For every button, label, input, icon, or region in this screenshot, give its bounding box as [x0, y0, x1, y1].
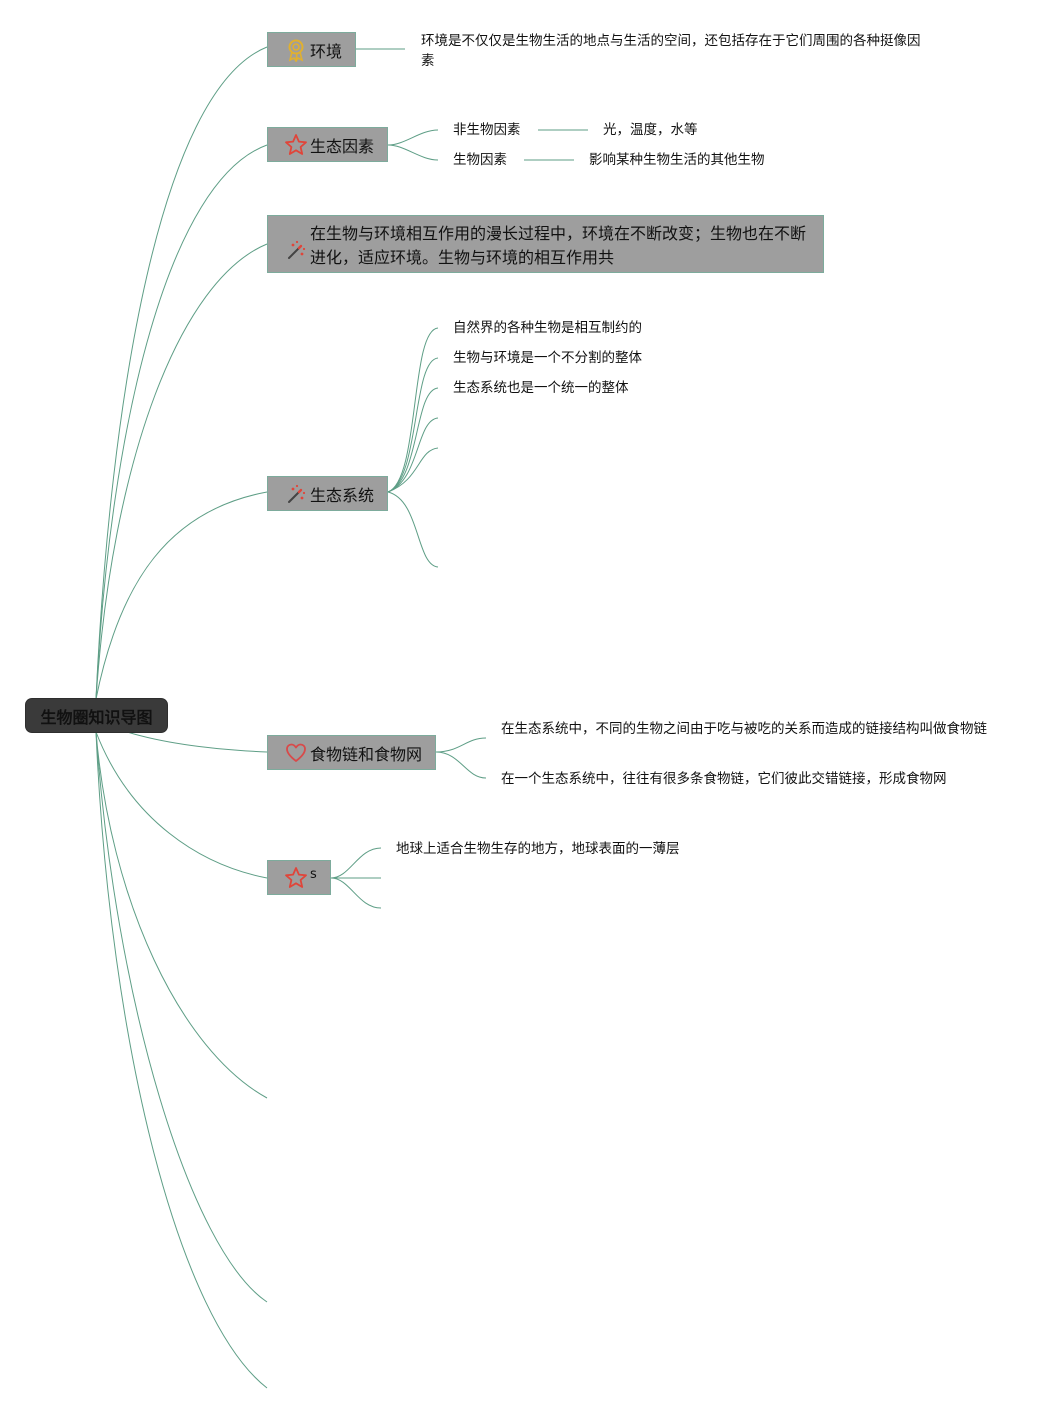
heart-outline-icon	[284, 741, 308, 765]
branch-node-ecosystem[interactable]: 生态系统	[267, 476, 388, 511]
connector-root-empty-3	[95, 731, 268, 1389]
branch-node-factors[interactable]: 生态因素	[267, 127, 388, 162]
magic-wand-icon	[284, 238, 308, 262]
branch-node-biosphere[interactable]: s	[267, 860, 331, 895]
connector-root-interaction	[95, 243, 268, 700]
leaf-env-1[interactable]: 环境是不仅仅是生物生活的地点与生活的空间，还包括存在于它们周围的各种挺像因素	[421, 33, 921, 69]
root-node-label: 生物圈知识导图	[40, 707, 153, 727]
branch-label-factors: 生态因素	[310, 136, 375, 156]
leaf-biosphere-1[interactable]: 地球上适合生物生存的地方，地球表面的一薄层	[396, 841, 680, 857]
branch-node-foodweb[interactable]: 食物链和食物网	[267, 735, 436, 770]
leaf-ecosystem-2[interactable]: 生物与环境是一个不分割的整体	[453, 350, 642, 366]
leaf-factors-1[interactable]: 非生物因素	[453, 122, 521, 138]
connector-bio-child-3	[330, 877, 382, 909]
leaf-factors-1-detail[interactable]: 光，温度，水等	[603, 122, 698, 138]
connector-root-foodweb	[126, 731, 268, 753]
connector-root-biosphere	[95, 731, 268, 879]
branch-label-foodweb: 食物链和食物网	[310, 744, 423, 764]
connector-root-empty-1	[95, 731, 268, 1099]
connector-bio-child-1	[330, 847, 382, 879]
leaf-ecosystem-3[interactable]: 生态系统也是一个统一的整体	[453, 380, 629, 396]
connector-root-empty-2	[95, 731, 268, 1303]
leaf-ecosystem-1[interactable]: 自然界的各种生物是相互制约的	[453, 320, 642, 336]
star-outline-icon	[284, 866, 308, 890]
connector-eco-child-4	[387, 417, 439, 493]
connector-eco-child-2	[387, 357, 439, 493]
connector-root-factors	[95, 144, 268, 700]
connector-factors-child-2	[387, 144, 439, 161]
branch-label-ecosystem: 生态系统	[310, 485, 375, 505]
connector-factors-child-1	[387, 129, 439, 146]
branch-node-env[interactable]: 环境	[267, 32, 356, 67]
connector-eco-child-3	[387, 387, 439, 493]
leaf-factors-2[interactable]: 生物因素	[453, 152, 507, 168]
root-node[interactable]: 生物圈知识导图	[26, 699, 167, 732]
magic-wand-icon	[284, 482, 308, 506]
branch-label-biosphere: s	[310, 867, 317, 882]
branch-label-env: 环境	[310, 41, 343, 61]
connector-eco-child-6	[387, 491, 439, 568]
connector-food-child-2	[435, 751, 487, 779]
star-outline-icon	[284, 133, 308, 157]
leaf-foodweb-2[interactable]: 在一个生态系统中，往往有很多条食物链，它们彼此交错链接，形成食物网	[501, 771, 947, 787]
connector-root-env	[95, 46, 268, 700]
connector-eco-child-5	[387, 447, 439, 493]
branch-label-interaction: 在生物与环境相互作用的漫长过程中，环境在不断改变；生物也在不断进化，适应环境。生…	[310, 224, 807, 267]
leaf-factors-2-detail[interactable]: 影响某种生物生活的其他生物	[589, 152, 765, 168]
connector-eco-child-1	[387, 327, 439, 493]
ribbon-badge-icon	[284, 38, 308, 62]
leaf-foodweb-1[interactable]: 在生态系统中，不同的生物之间由于吃与被吃的关系而造成的链接结构叫做食物链	[501, 721, 987, 737]
branch-node-interaction[interactable]: 在生物与环境相互作用的漫长过程中，环境在不断改变；生物也在不断进化，适应环境。生…	[267, 215, 824, 273]
connector-food-child-1	[435, 737, 487, 753]
connector-root-ecosystem	[95, 491, 268, 700]
